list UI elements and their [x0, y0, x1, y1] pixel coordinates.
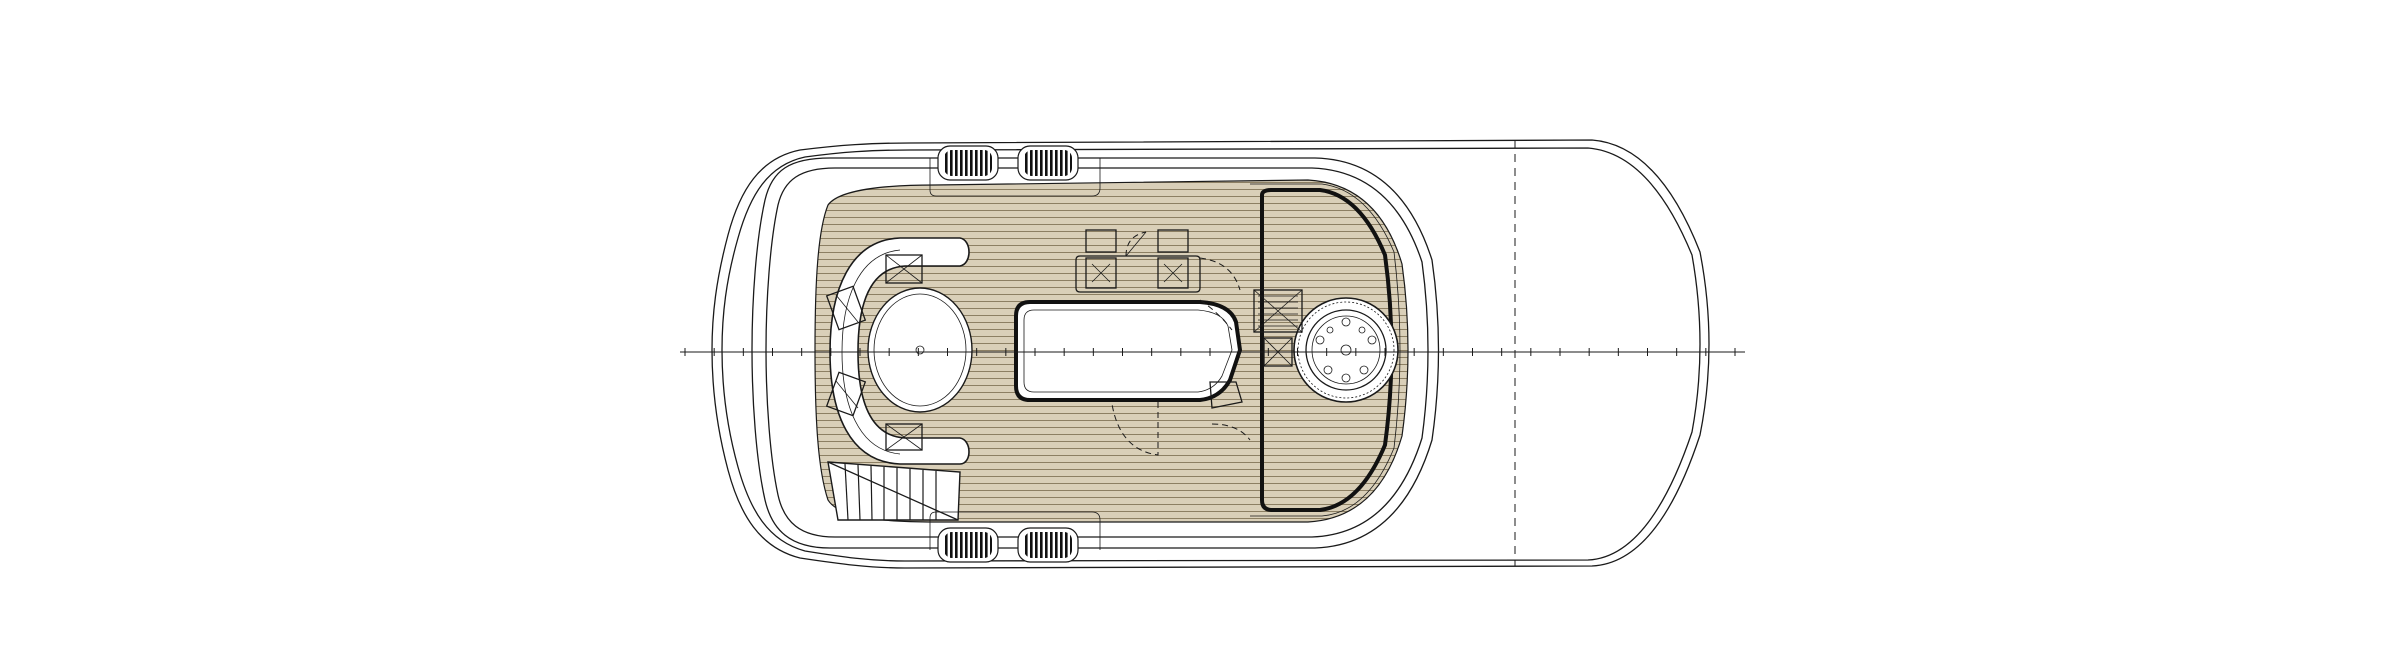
jet-ski-icon [1017, 145, 1079, 181]
frame-stations [684, 348, 1736, 356]
chair-box [825, 285, 867, 331]
hull-outline [711, 139, 1710, 569]
aft-lounge [825, 237, 973, 465]
aft-staircase [827, 461, 961, 521]
jet-ski-icon [937, 527, 999, 563]
hatch-upper [1253, 289, 1303, 333]
jet-ski-icon [937, 145, 999, 181]
tender-cradle [929, 158, 1101, 197]
central-island [1014, 300, 1243, 402]
superstructure-outline [751, 157, 1440, 549]
door-swings [1111, 231, 1251, 456]
locker-box [1085, 229, 1117, 289]
jacuzzi [1293, 297, 1399, 403]
locker-box [1157, 229, 1189, 289]
chair-box [885, 423, 923, 451]
jet-markers [1315, 317, 1377, 383]
jet-ski-icon [1017, 527, 1079, 563]
tender-cradle [929, 511, 1101, 550]
chair-box [825, 371, 867, 417]
lounge-table [867, 287, 973, 413]
chair-box [885, 254, 923, 284]
